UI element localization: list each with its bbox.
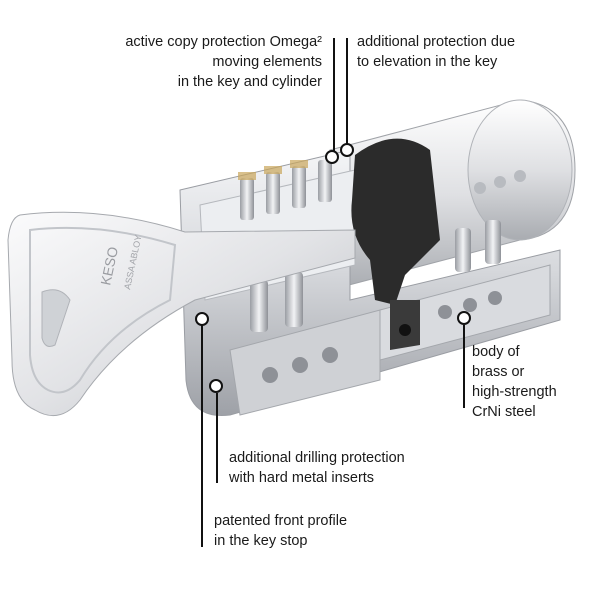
marker-front-profile: [195, 312, 209, 326]
callout-line: high-strength: [472, 384, 557, 400]
callout-line: brass or: [472, 364, 525, 380]
key-brand-text: KESO: [97, 245, 121, 286]
marker-drilling: [209, 379, 223, 393]
marker-elevation: [340, 143, 354, 157]
callout-line: patented front profile: [214, 513, 348, 529]
callout-line: CrNi steel: [472, 404, 536, 420]
callout-copy-protection: active copy protection Omega² moving ele…: [125, 32, 322, 92]
leader-lines: [201, 38, 465, 547]
marker-copy-protection: [325, 150, 339, 164]
cam: [351, 138, 440, 350]
callout-line: body of: [472, 344, 520, 360]
callout-line: with hard metal inserts: [229, 470, 375, 486]
callout-front-profile: patented front profile in the key stop: [214, 511, 347, 551]
callout-elevation: additional protection due to elevation i…: [357, 32, 515, 72]
callout-line: in the key stop: [214, 533, 308, 549]
callout-line: moving elements: [212, 54, 322, 70]
callout-line: additional drilling protection: [229, 450, 405, 466]
callout-line: active copy protection Omega²: [125, 34, 322, 50]
markers: [195, 143, 471, 393]
pin-stack-bottom: [250, 220, 502, 383]
callout-drilling: additional drilling protection with hard…: [229, 448, 405, 488]
callout-line: in the key and cylinder: [177, 74, 322, 90]
callout-line: to elevation in the key: [357, 54, 498, 70]
marker-body: [457, 311, 471, 325]
key: KESO ASSA ABLOY: [7, 211, 356, 417]
pin-stack-top: [238, 160, 332, 220]
callout-body: body of brass or high-strength CrNi stee…: [472, 342, 557, 422]
callout-line: additional protection due: [357, 34, 516, 50]
